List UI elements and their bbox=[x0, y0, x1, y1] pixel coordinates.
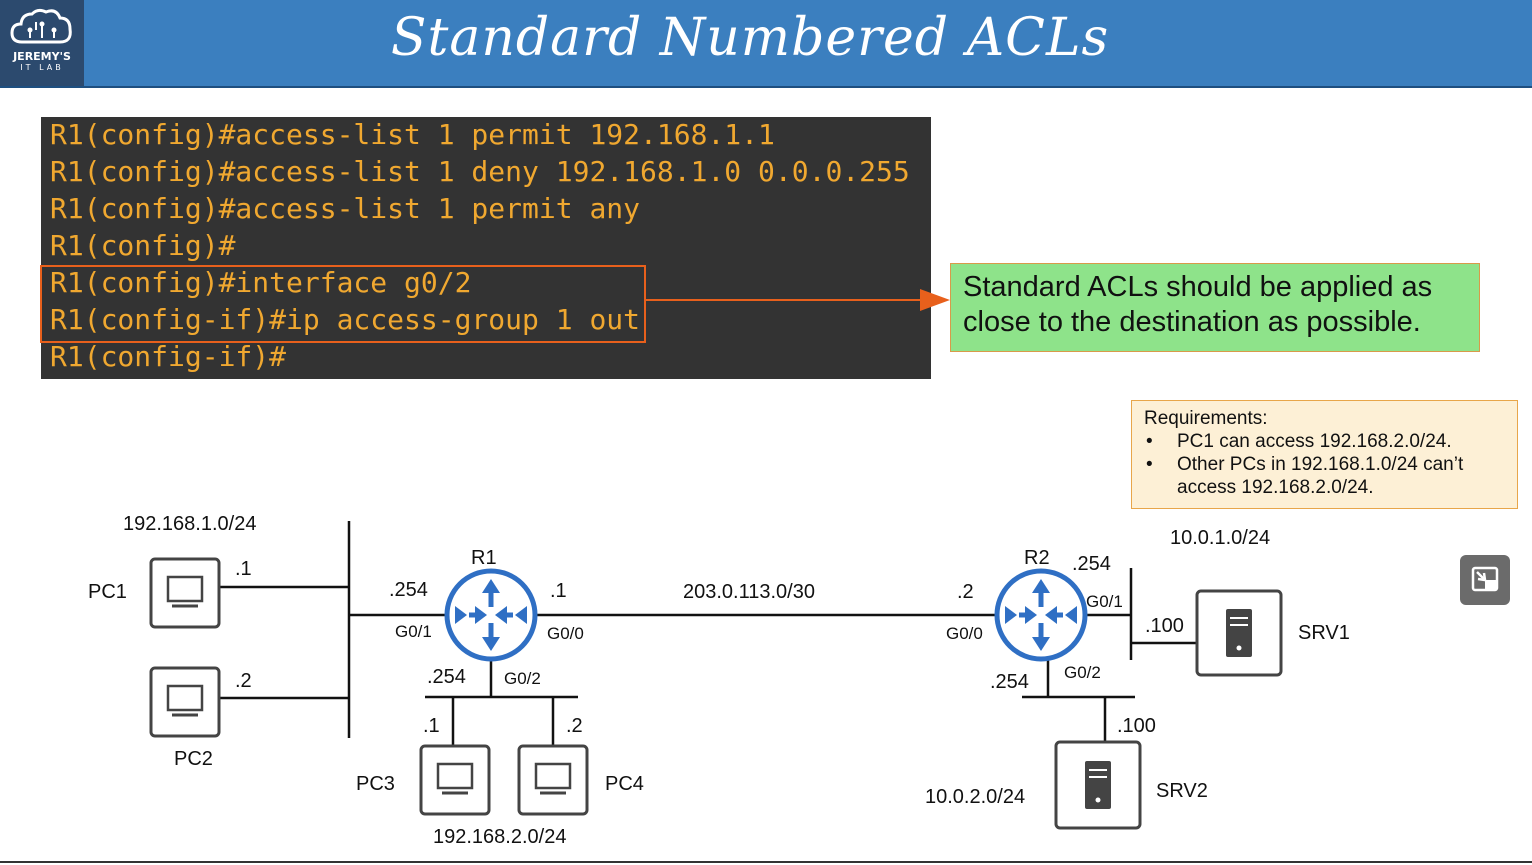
pc-monitor-icon[interactable] bbox=[149, 557, 221, 629]
cli-line: R1(config)# bbox=[50, 229, 236, 262]
pc4-label: PC4 bbox=[605, 773, 644, 795]
r1-g00-ip-label: .1 bbox=[550, 580, 567, 602]
r1-g00-label: G0/0 bbox=[547, 624, 584, 643]
pc3-label: PC3 bbox=[356, 773, 395, 795]
r1-g02-ip-label: .254 bbox=[427, 666, 466, 688]
exit-fullscreen-icon bbox=[1471, 566, 1499, 592]
r1-g01-ip-label: .254 bbox=[389, 579, 428, 601]
network-links bbox=[219, 521, 1197, 745]
r2-g00-ip-label: .2 bbox=[957, 581, 974, 603]
slide-header bbox=[0, 0, 1532, 86]
pc-monitor-icon[interactable] bbox=[149, 666, 221, 738]
pc1-ip-label: .1 bbox=[235, 558, 252, 580]
logo: JEREMY'S IT LAB bbox=[0, 0, 84, 86]
logo-text: JEREMY'S bbox=[13, 50, 71, 63]
srv2-label: SRV2 bbox=[1156, 780, 1208, 802]
r1-label: R1 bbox=[471, 547, 497, 569]
pc-monitor-icon[interactable] bbox=[517, 744, 589, 816]
callout-note: Standard ACLs should be applied as close… bbox=[950, 263, 1480, 352]
header-divider bbox=[0, 86, 1532, 88]
cli-line: R1(config)#access-list 1 permit any bbox=[50, 192, 641, 225]
srv1-ip-label: .100 bbox=[1145, 615, 1184, 637]
cli-line: R1(config)#interface g0/2 bbox=[50, 266, 472, 299]
pc1-label: PC1 bbox=[88, 581, 127, 603]
pc-monitor-icon[interactable] bbox=[419, 744, 491, 816]
r2-g02-label: G0/2 bbox=[1064, 663, 1101, 682]
pc2-label: PC2 bbox=[174, 748, 213, 770]
wan-subnet-label: 203.0.113.0/30 bbox=[683, 581, 815, 603]
srv2-subnet-label: 10.0.2.0/24 bbox=[925, 786, 1026, 808]
requirements-box: Requirements: PC1 can access 192.168.2.0… bbox=[1131, 400, 1518, 509]
lan2-subnet-label: 192.168.2.0/24 bbox=[433, 826, 567, 848]
cli-line: R1(config)#access-list 1 deny 192.168.1.… bbox=[50, 155, 910, 188]
requirements-list: PC1 can access 192.168.2.0/24. Other PCs… bbox=[1144, 430, 1505, 499]
requirements-heading: Requirements: bbox=[1144, 408, 1268, 429]
slide-title: Standard Numbered ACLs bbox=[390, 8, 1110, 68]
callout-text: Standard ACLs should be applied as close… bbox=[963, 271, 1433, 338]
srv1-subnet-label: 10.0.1.0/24 bbox=[1170, 527, 1271, 549]
server-tower-icon[interactable] bbox=[1195, 589, 1283, 677]
r1-g02-label: G0/2 bbox=[504, 669, 541, 688]
highlight-box bbox=[40, 265, 646, 343]
r2-g01-label: G0/1 bbox=[1086, 592, 1123, 611]
cli-line: R1(config-if)# bbox=[50, 340, 287, 373]
logo-subtext: IT LAB bbox=[20, 63, 64, 72]
r1-g01-label: G0/1 bbox=[395, 622, 432, 641]
pc3-ip-label: .1 bbox=[423, 715, 440, 737]
cloud-circuit-icon bbox=[10, 8, 72, 44]
router-arrows-icon[interactable] bbox=[444, 568, 538, 662]
r2-g01-ip-label: .254 bbox=[1072, 553, 1111, 575]
r2-g02-ip-label: .254 bbox=[990, 671, 1029, 693]
cli-line: R1(config-if)#ip access-group 1 out bbox=[50, 303, 641, 336]
pc2-ip-label: .2 bbox=[235, 670, 252, 692]
srv1-label: SRV1 bbox=[1298, 622, 1350, 644]
lan1-subnet-label: 192.168.1.0/24 bbox=[123, 513, 257, 535]
pc4-ip-label: .2 bbox=[566, 715, 583, 737]
requirement-item: PC1 can access 192.168.2.0/24. bbox=[1144, 430, 1505, 453]
server-tower-icon[interactable] bbox=[1054, 740, 1142, 830]
router-arrows-icon[interactable] bbox=[994, 568, 1088, 662]
cli-terminal bbox=[41, 117, 931, 379]
callout-arrow bbox=[646, 289, 950, 311]
r2-g00-label: G0/0 bbox=[946, 624, 983, 643]
exit-fullscreen-button[interactable] bbox=[1460, 555, 1510, 605]
srv2-ip-label: .100 bbox=[1117, 715, 1156, 737]
r2-label: R2 bbox=[1024, 547, 1050, 569]
requirement-item: Other PCs in 192.168.1.0/24 can’t access… bbox=[1144, 453, 1505, 499]
bottom-divider bbox=[0, 861, 1532, 863]
cli-line: R1(config)#access-list 1 permit 192.168.… bbox=[50, 118, 775, 151]
